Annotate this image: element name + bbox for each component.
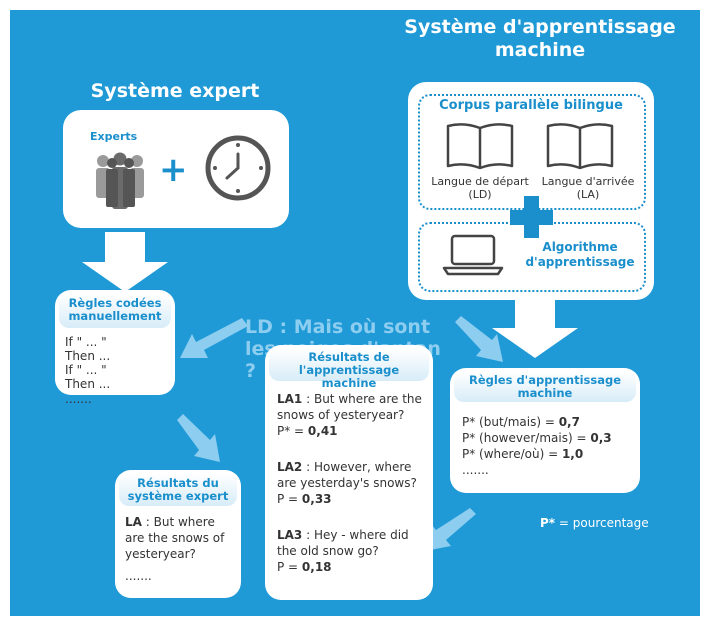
expert-rule-line-3: If " ... " [65,363,107,377]
ml-rule-2-prefix: P* (however/mais) = [462,431,591,445]
experts-icon [96,152,144,209]
ml-rule-2: P* (however/mais) = 0,3 [462,430,612,446]
expert-results-title: Résultats du système expert [127,476,229,503]
ml-rule-3-prefix: P* (where/où) = [462,447,562,461]
ml-result-3-p-label: P = [277,560,302,574]
ml-rule-3-value: 1,0 [561,447,584,461]
ml-rule-1-value: 0,7 [558,415,580,429]
expert-result-text: LA : But where are the snows of yesterye… [125,514,235,562]
expert-rules-tab [59,294,171,328]
experts-card: Experts + [63,110,289,228]
ml-rule-3: P* (where/où) = 1,0 [462,446,583,462]
ml-card: Corpus parallèle bilingue Langue de dépa… [408,82,654,300]
clock-icon [205,135,271,201]
expert-result-ellipsis: ....... [125,569,152,583]
ml-result-3-tag: LA3 [277,528,303,542]
arrow-to-expert-results [177,414,220,462]
expert-rule-line-1: If " ... " [65,335,107,349]
ml-results-title: Résultats de l'apprentissage machine [298,350,400,390]
book-icons [446,123,614,170]
legend-text: = pourcentage [555,516,649,530]
ml-result-1-text: : But where are the snows of yesteryear? [277,392,422,422]
ml-result-3-text: : Hey - where did the old snow go? [277,528,409,558]
plus-sign: + [159,150,188,190]
book-target-icon [546,123,614,170]
ml-result-2-text: : However, where are yesterday's snows? [277,460,417,490]
expert-result-sentence: : But where are the snows of yesteryear? [125,515,225,561]
ml-result-2-p-label: P = [277,492,302,506]
plus-icon [510,196,553,238]
expert-result-tag: LA [125,515,142,529]
arrow-to-ml-rules [455,316,503,362]
legend-key: P* [540,516,556,530]
ml-rules-title: Règles d'apprentissage machine [468,373,622,400]
ml-result-1: LA1 : But where are the snows of yestery… [277,391,425,439]
source-language-label: Langue de départ (LD) [431,175,529,201]
ml-rule-ellipsis: ....... [462,463,489,477]
target-language-label: Langue d'arrivée (LA) [541,175,635,201]
ml-rules-card: Règles d'apprentissage machine P* (but/m… [450,368,640,493]
light-arrows [177,316,503,551]
ml-result-1-p-label: P* = [277,424,308,438]
expert-results-card: Résultats du système expert LA : But whe… [115,470,241,598]
expert-rule-line-4: Then ... [65,377,111,391]
ml-rules-tab [454,372,636,402]
expert-results-tab [119,474,237,506]
ml-system-title: Système d'apprentissage machine [404,16,676,61]
book-source-icon [446,123,514,170]
corpus-title: Corpus parallèle bilingue [439,98,623,113]
expert-rule-line-5: ....... [65,392,92,406]
ml-result-2: LA2 : However, where are yesterday's sno… [277,459,425,507]
arrow-to-expert-rules [180,318,248,358]
ml-rule-2-value: 0,3 [590,431,612,445]
laptop-icon [442,234,504,276]
ml-down-arrow [492,300,578,358]
expert-rules-card: Règles codées manuellement If " ... " Th… [55,290,175,395]
expert-down-arrow [82,232,168,292]
ml-result-3: LA3 : Hey - where did the old snow go? P … [277,527,425,575]
ml-results-tab [269,349,429,381]
ml-rule-1: P* (but/mais) = 0,7 [462,414,580,430]
arrow-to-ml-results [425,508,476,551]
expert-rules-title: Règles codées manuellement [68,296,162,323]
ml-result-1-tag: LA1 [277,392,303,406]
expert-rule-line-2: Then ... [65,349,111,363]
ml-result-1-p: 0,41 [307,424,338,438]
ml-result-2-tag: LA2 [277,460,303,474]
legend: P* = pourcentage [540,516,649,530]
ml-result-3-p: 0,18 [301,560,332,574]
expert-system-title: Système expert [90,80,260,102]
ml-rule-1-prefix: P* (but/mais) = [462,415,559,429]
algorithm-title: Algorithme d'apprentissage [525,240,635,269]
experts-label: Experts [90,130,138,143]
ml-results-card: Résultats de l'apprentissage machine LA1… [265,345,433,600]
ml-result-2-p: 0,33 [301,492,332,506]
